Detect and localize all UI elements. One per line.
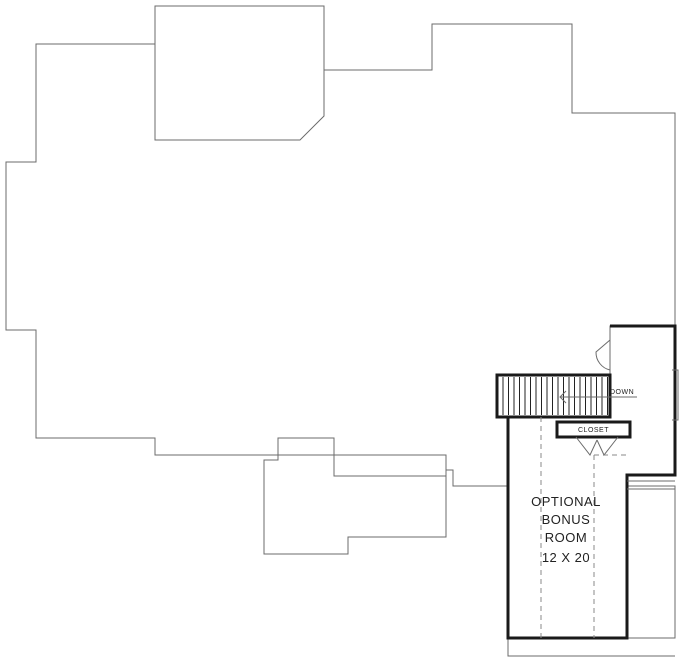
- room-dimensions: 12 X 20: [542, 550, 590, 565]
- porch-window: [627, 480, 675, 490]
- room-name-line1: OPTIONAL: [531, 494, 601, 509]
- closet-doors: [575, 436, 619, 456]
- closet-outline: [555, 420, 632, 439]
- room-name-line3: ROOM: [545, 530, 587, 545]
- bonus-room-east-window: [672, 369, 679, 421]
- closet-label: CLOSET: [578, 427, 609, 434]
- porch-outline: [627, 485, 676, 639]
- bay-window-outline: [154, 44, 325, 141]
- stair-outline: [495, 373, 612, 419]
- lower-walk-outline: [507, 638, 675, 657]
- stair-treads: [502, 377, 608, 415]
- door-swing: [595, 339, 611, 371]
- stair-label: DOWN: [610, 389, 634, 396]
- room-name-line2: BONUS: [542, 512, 591, 527]
- bonus-room-walls: [495, 324, 677, 640]
- house-footprint-outline: [5, 5, 676, 555]
- stair-direction-arrow: [559, 390, 637, 404]
